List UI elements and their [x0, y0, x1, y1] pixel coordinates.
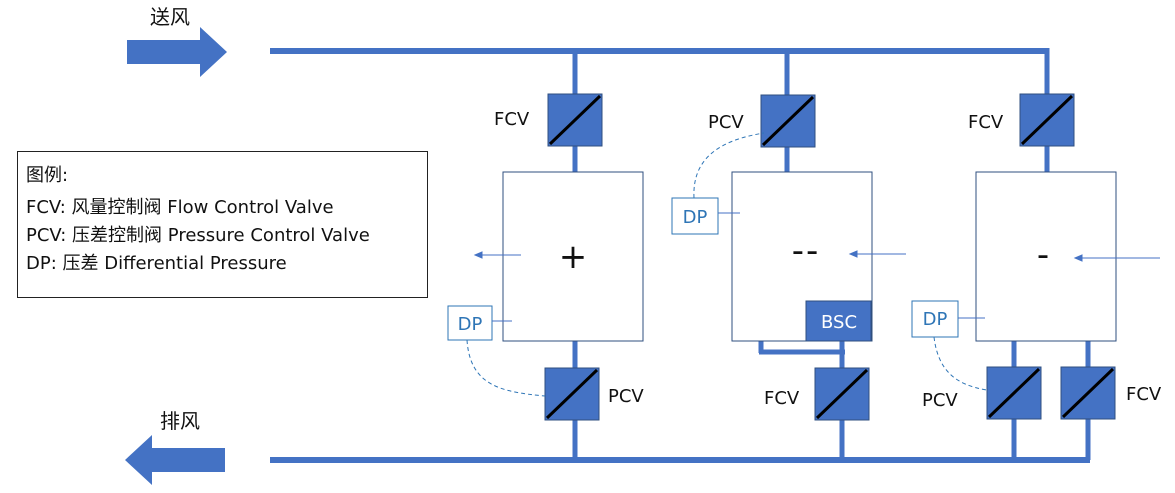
- valve-top-2: [760, 94, 816, 148]
- legend-box: 图例: FCV: 风量控制阀 Flow Control Valve PCV: 压…: [17, 151, 428, 298]
- dp-sensor-2-label: DP: [683, 207, 708, 228]
- dp-sensor-1: [447, 305, 493, 341]
- valve-bottom-3b: [1060, 366, 1116, 420]
- valve-top-1: [547, 93, 603, 147]
- valve-bottom-1-label: PCV: [608, 386, 644, 407]
- dp-sensor-2: [671, 197, 719, 235]
- valve-bottom-1: [544, 367, 600, 421]
- supply-label: 送风: [150, 5, 190, 29]
- valve-bottom-2: [814, 367, 870, 421]
- valve-bottom-3a-label: PCV: [922, 390, 958, 411]
- room-2-symbol: --: [792, 231, 821, 271]
- room-positive: [502, 171, 644, 342]
- legend-title: 图例:: [26, 165, 69, 186]
- exhaust-label: 排风: [160, 409, 200, 433]
- valve-bottom-3b-label: FCV: [1126, 384, 1162, 405]
- valve-top-2-label: PCV: [708, 112, 744, 133]
- valve-bottom-3a: [986, 366, 1042, 420]
- valve-bottom-2-label: FCV: [764, 388, 800, 409]
- arrowhead-icon: [848, 250, 858, 258]
- bsc-label: BSC: [821, 312, 857, 333]
- legend-item-fcv: FCV: 风量控制阀 Flow Control Valve: [26, 197, 334, 218]
- dp-sensor-1-tube: [466, 339, 546, 397]
- arrowhead-icon: [473, 251, 483, 259]
- dp-sensor-2-tube: [693, 132, 765, 199]
- room-1-symbol: +: [559, 237, 588, 277]
- dp-sensor-3-tube: [933, 336, 988, 391]
- valve-top-3: [1019, 93, 1075, 147]
- supply-arrow-icon: [127, 27, 227, 77]
- dp-sensor-1-label: DP: [458, 314, 483, 335]
- legend-item-pcv: PCV: 压差控制阀 Pressure Control Valve: [26, 225, 370, 246]
- arrowhead-icon: [1073, 254, 1083, 262]
- dp-sensor-3: [911, 300, 959, 338]
- room-3-symbol: -: [1037, 235, 1049, 275]
- room-negative: [975, 171, 1117, 342]
- valve-top-3-label: FCV: [968, 112, 1004, 133]
- dp-sensor-3-label: DP: [923, 309, 948, 330]
- bsc-cabinet: [805, 300, 872, 342]
- valve-top-1-label: FCV: [494, 109, 530, 130]
- exhaust-arrow-icon: [125, 435, 225, 485]
- legend-item-dp: DP: 压差 Differential Pressure: [26, 253, 287, 274]
